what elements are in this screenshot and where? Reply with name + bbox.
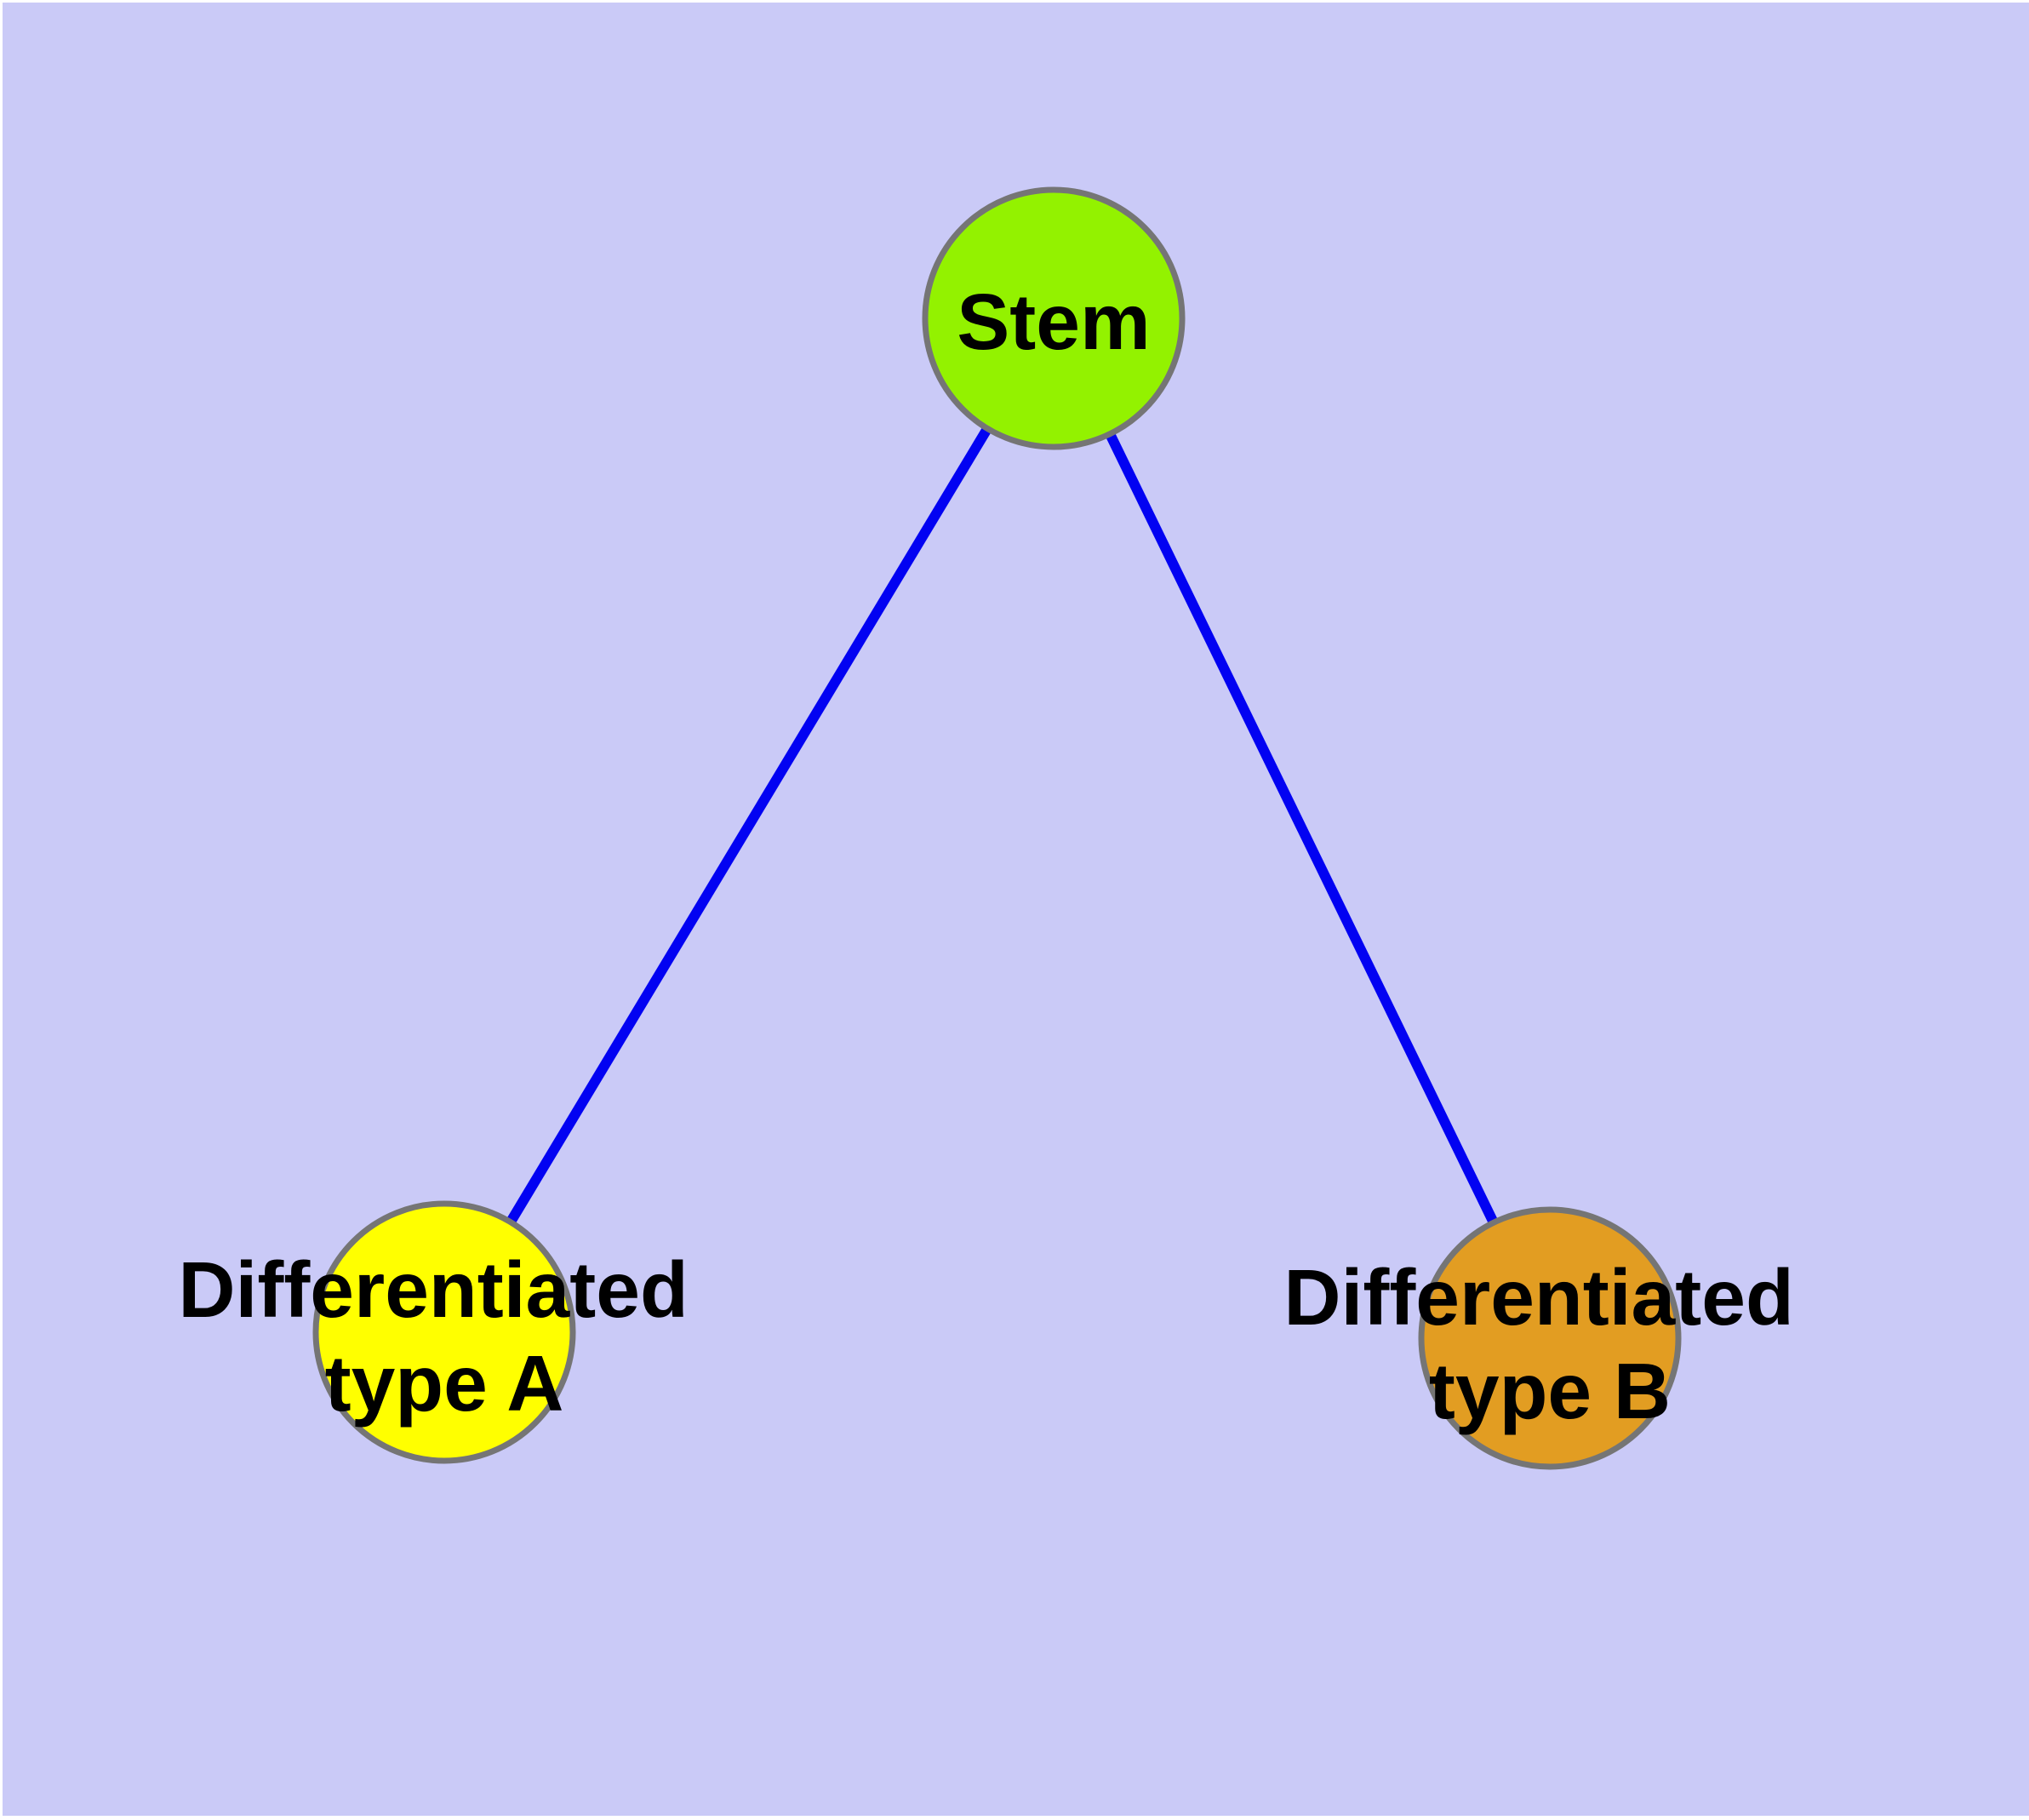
type-b-label-line2: type B	[1429, 1347, 1671, 1435]
type-a-label-line2: type A	[325, 1339, 564, 1428]
stem-node-label: Stem	[957, 278, 1150, 366]
type-a-node-label: Differentiated type A	[178, 1245, 710, 1428]
type-b-node	[1418, 1206, 1682, 1470]
edge-stem-to-type-b	[1049, 316, 1555, 1341]
type-a-node	[312, 1200, 576, 1464]
type-b-node-label: Differentiated type B	[1283, 1253, 1815, 1435]
edge-stem-to-type-a	[439, 315, 1059, 1336]
type-b-label-line1: Differentiated	[1283, 1253, 1793, 1342]
stem-node	[922, 186, 1186, 450]
type-a-label-line1: Differentiated	[178, 1245, 688, 1334]
